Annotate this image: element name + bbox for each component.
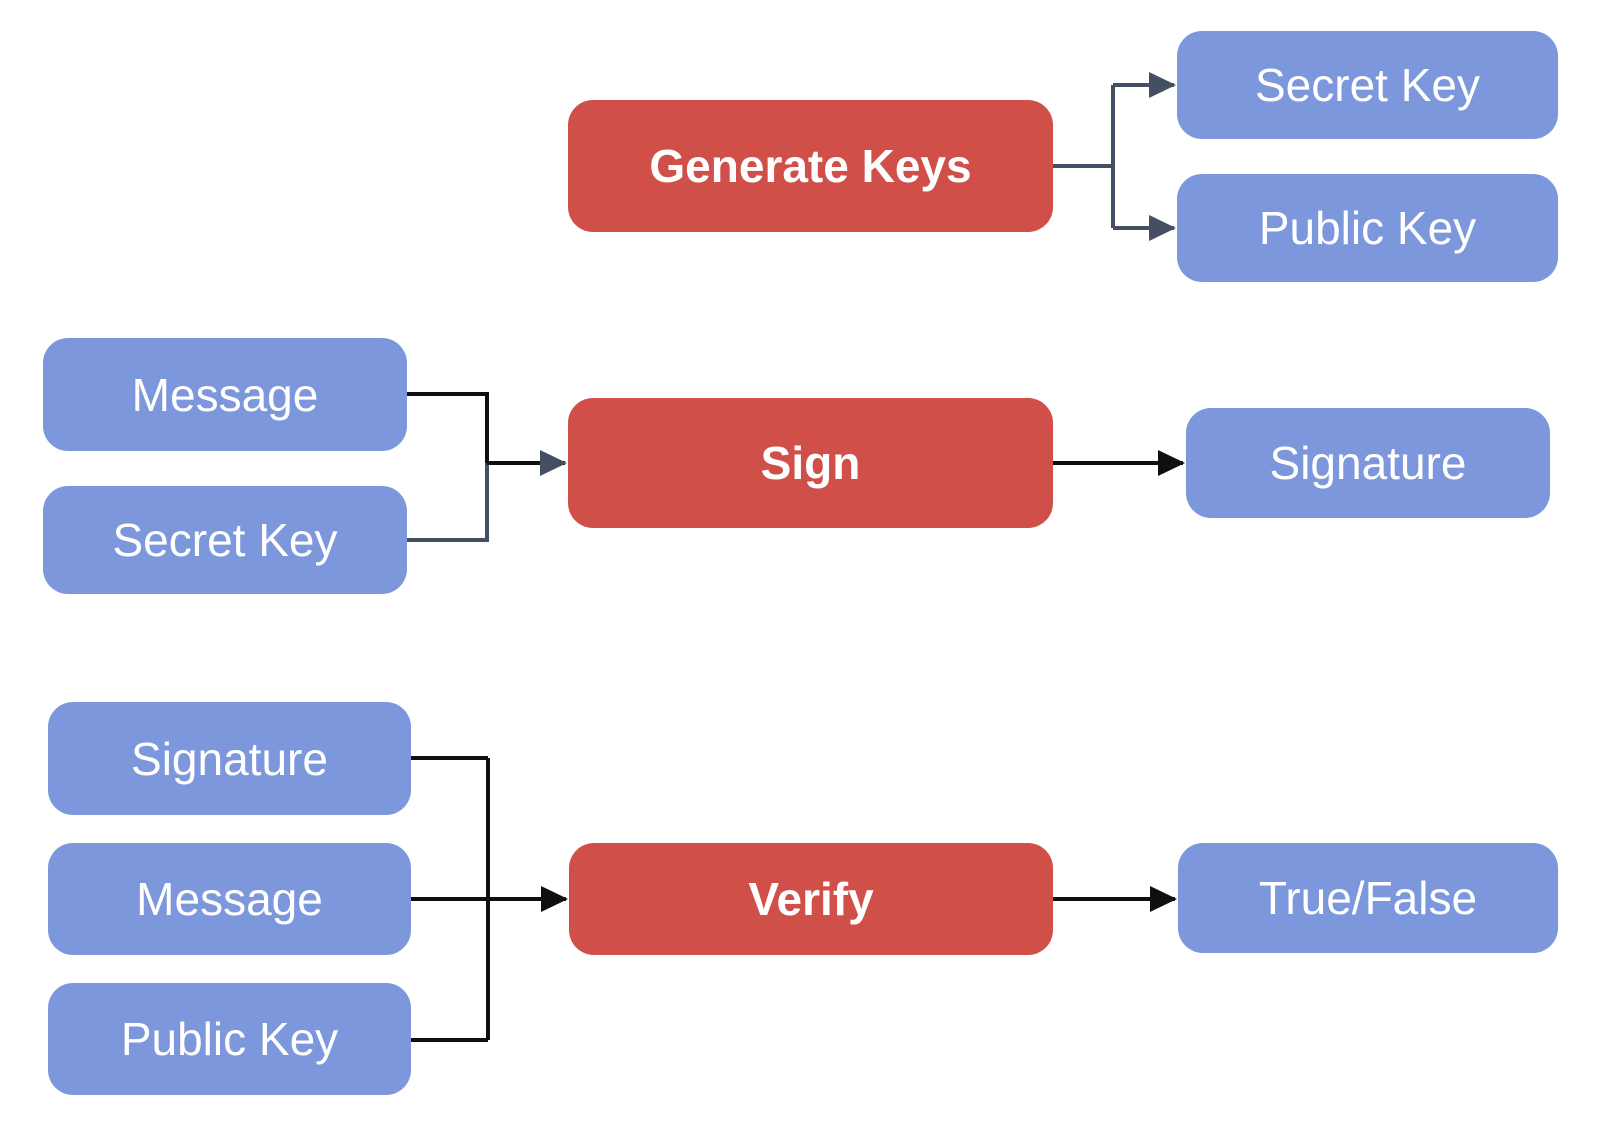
edge-secret-key-to-sign [407,463,489,542]
node-message-sign-input: Message [43,338,407,451]
node-generate-keys: Generate Keys [568,100,1053,232]
edge-generate-keys-branch [1053,85,1115,228]
node-secret-key-output: Secret Key [1177,31,1558,139]
node-secret-key-sign-input: Secret Key [43,486,407,594]
node-signature-output: Signature [1186,408,1550,518]
node-message-verify-input: Message [48,843,411,955]
node-sign: Sign [568,398,1053,528]
node-signature-verify-input: Signature [48,702,411,815]
node-true-false: True/False [1178,843,1558,953]
node-verify: Verify [569,843,1053,955]
node-public-key-verify-input: Public Key [48,983,411,1095]
node-public-key-output: Public Key [1177,174,1558,282]
edge-message-to-sign [407,392,489,463]
